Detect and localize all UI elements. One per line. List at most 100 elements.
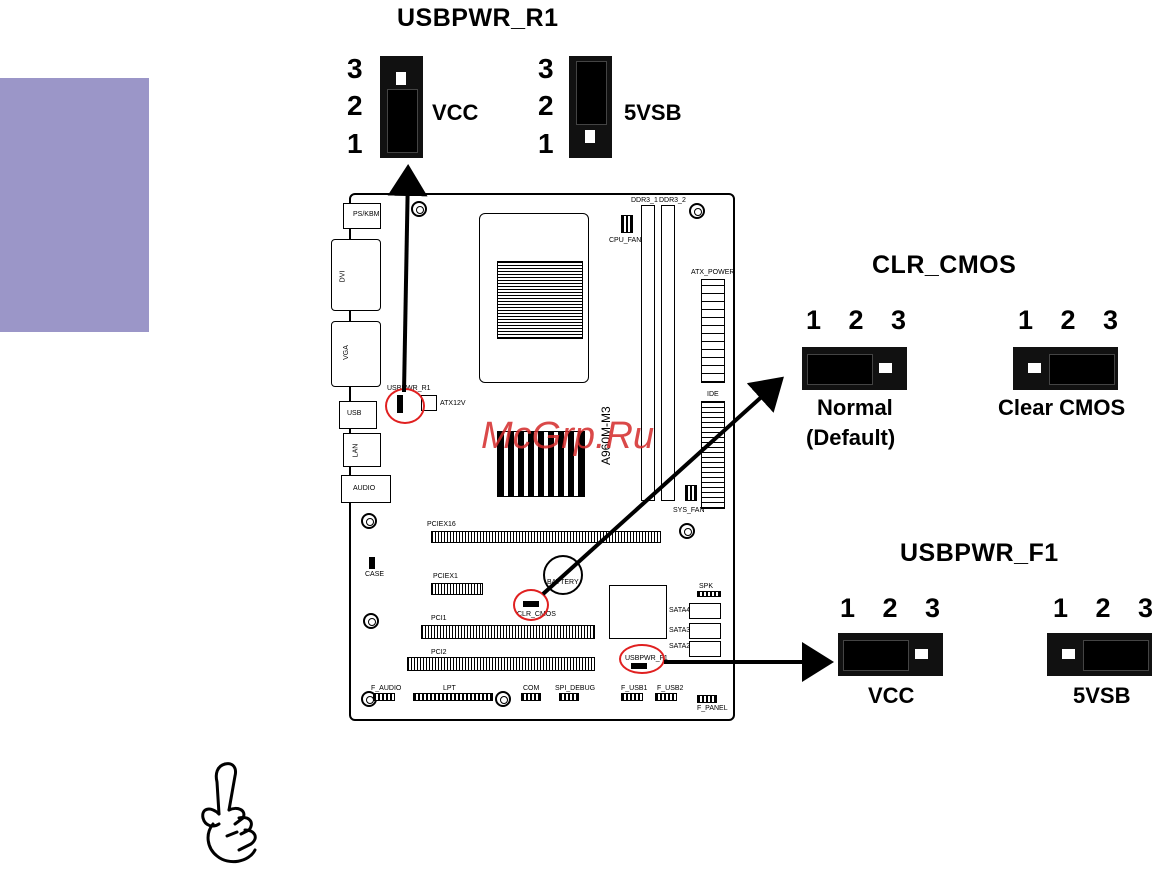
usbpwr-f1-vcc-label: VCC (868, 683, 915, 708)
clr-cmos-clear-label: Clear CMOS (998, 395, 1126, 420)
usb-port (339, 401, 377, 429)
clr-cmos-arrow (541, 376, 784, 596)
usbpwr-r1-5vsb-pin3: 3 (538, 53, 554, 84)
pointing-hand-icon (201, 762, 257, 864)
jumper-cap (387, 89, 418, 153)
ps2-port (343, 203, 381, 229)
usbpwr-r1-arrow (387, 164, 428, 393)
clr-cmos-clear-jumper (1013, 347, 1118, 390)
chipset-heatsink (497, 431, 585, 497)
audio-port (341, 475, 391, 503)
sata4-connector (689, 603, 721, 619)
spk-label: SPK (699, 583, 714, 590)
usbpwr-r1-5vsb-jumper (569, 56, 612, 158)
jumper-cap (576, 61, 607, 125)
open-pin (1062, 649, 1075, 659)
lan-port (343, 433, 381, 467)
f-audio-label: F_AUDIO (371, 685, 402, 692)
f-panel-header (697, 695, 717, 703)
clr-cmos-normal-label: Normal (817, 395, 893, 420)
pciex16-label: PCIEX16 (427, 521, 456, 528)
com-label: COM (523, 685, 540, 692)
clr-cmos-normal-jumper (802, 347, 907, 390)
usbpwr-f1-vcc-jumper (838, 633, 943, 676)
mounting-hole (361, 513, 377, 529)
usbpwr-f1-5vsb-label: 5VSB (1073, 683, 1131, 708)
mounting-hole (495, 691, 511, 707)
atx12v-label: ATX12V (440, 400, 466, 407)
usbpwr-r1-title: USBPWR_R1 (397, 4, 559, 32)
clr-cmos-normal-pins: 1 2 3 (806, 305, 917, 335)
mounting-hole (411, 201, 427, 217)
audio-label: AUDIO (353, 485, 376, 492)
usbpwr-r1-5vsb-label: 5VSB (624, 100, 682, 125)
cpu-fan-label: CPU_FAN (609, 237, 642, 244)
jumper-cap (1083, 640, 1149, 671)
spi-debug-label: SPI_DEBUG (555, 685, 596, 692)
side-tab (0, 78, 149, 332)
usbpwr-f1-5vsb-jumper (1047, 633, 1152, 676)
mounting-hole (679, 523, 695, 539)
lpt-header (413, 693, 493, 701)
atx-power-label: ATX_POWER (691, 269, 735, 276)
sys-fan-label: SYS_FAN (673, 507, 705, 514)
sys-fan-header (685, 485, 697, 501)
pci1-label: PCI1 (431, 615, 447, 622)
usbpwr-f1-title: USBPWR_F1 (900, 539, 1059, 567)
dvi-port (331, 239, 381, 311)
jumper-cap (843, 640, 909, 671)
usbpwr-r1-vcc-pin1: 1 (347, 128, 363, 159)
sata3-connector (689, 623, 721, 639)
sata2-label: SATA2 (669, 643, 691, 650)
motherboard: PS/KBM DVI VGA USB LAN AUDIO CPU_FAN DDR… (331, 193, 735, 721)
ide-connector (701, 401, 725, 509)
spi-debug-header (559, 693, 579, 701)
open-pin (879, 363, 892, 373)
usb-label: USB (347, 410, 362, 417)
watermark: McGrp.Ru (481, 415, 655, 457)
vga-port (331, 321, 381, 387)
sata2-connector (689, 641, 721, 657)
battery-label: BATTERY (547, 579, 579, 586)
spk-header (697, 591, 721, 597)
pci1-slot (421, 625, 595, 639)
jumper-cap (1049, 354, 1115, 385)
atx-power-connector (701, 279, 725, 383)
ddr3-1-label: DDR3_1 (631, 197, 658, 204)
lpt-label: LPT (443, 685, 456, 692)
cpu-socket (497, 261, 583, 339)
sata4-label: SATA4 (669, 607, 691, 614)
usbpwr-f1-5vsb-pins: 1 2 3 (1053, 593, 1153, 623)
case-header (369, 557, 375, 569)
clr-cmos-title: CLR_CMOS (872, 251, 1017, 279)
pciex1-slot (431, 583, 483, 595)
ddr3-2-slot (661, 205, 675, 501)
f-usb2-header (655, 693, 677, 701)
usbpwr-r1-5vsb-pin2: 2 (538, 90, 554, 121)
jumper-cap (807, 354, 873, 385)
open-pin (396, 72, 406, 85)
open-pin (915, 649, 928, 659)
sata3-label: SATA3 (669, 627, 691, 634)
clr-cmos-highlight (513, 589, 549, 621)
usbpwr-f1-vcc-pins: 1 2 3 (840, 593, 951, 623)
f-usb1-label: F_USB1 (621, 685, 648, 692)
usbpwr-r1-vcc-pin3: 3 (347, 53, 363, 84)
f-audio-header (373, 693, 395, 701)
ps2-label: PS/KBM (353, 211, 380, 218)
pci2-label: PCI2 (431, 649, 447, 656)
f-usb1-header (621, 693, 643, 701)
clr-cmos-clear-pins: 1 2 3 (1018, 305, 1129, 335)
f-usb2-label: F_USB2 (657, 685, 684, 692)
open-pin (1028, 363, 1041, 373)
pciex1-label: PCIEX1 (433, 573, 458, 580)
f-panel-label: F_PANEL (697, 705, 728, 712)
mounting-hole (363, 613, 379, 629)
usbpwr-r1-vcc-jumper (380, 56, 423, 158)
ddr3-2-label: DDR3_2 (659, 197, 686, 204)
usbpwr-r1-5vsb-pin1: 1 (538, 128, 554, 159)
usbpwr-f1-highlight (619, 644, 665, 674)
clr-cmos-default-label: (Default) (806, 425, 896, 450)
com-header (521, 693, 541, 701)
